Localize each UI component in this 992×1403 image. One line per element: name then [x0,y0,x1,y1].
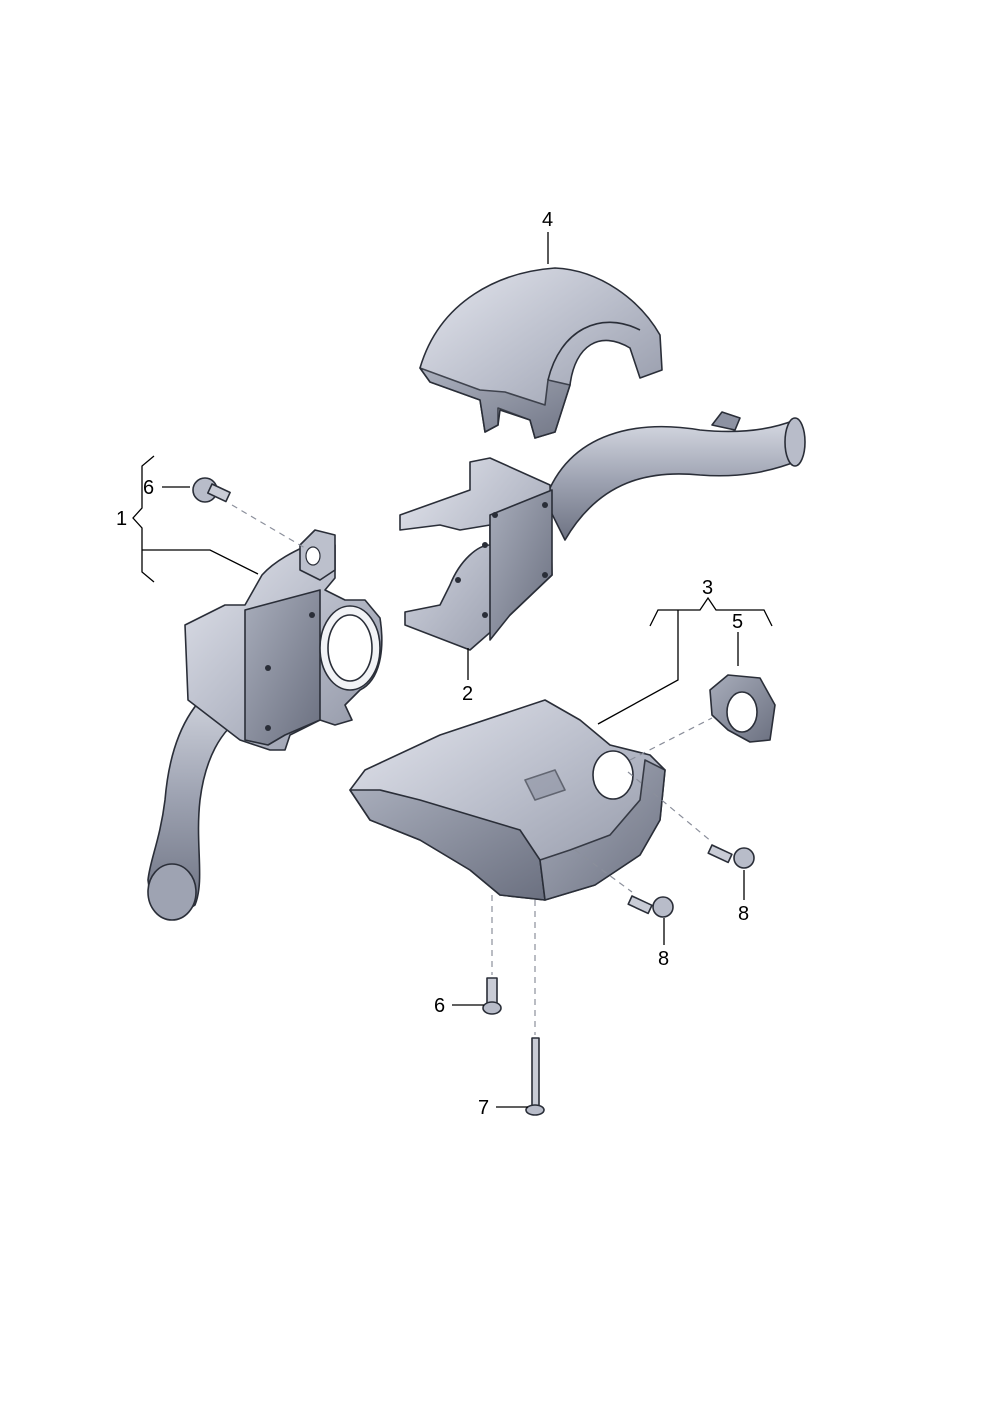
callout-5: 5 [732,611,743,633]
screw-7 [525,1037,545,1116]
callout-8-right: 8 [738,903,749,925]
wiper-switch [399,411,806,651]
callout-6-upper: 6 [143,477,154,499]
callout-3: 3 [702,577,713,599]
upper-column-cover [419,267,663,439]
lower-column-cover [349,699,666,901]
callout-7: 7 [478,1097,489,1119]
callout-2: 2 [462,683,473,705]
callout-1: 1 [116,508,127,530]
leader-lines [132,232,773,1108]
screw-6-upper [192,477,231,503]
assembly-axes [231,504,713,1035]
turn-signal-switch [147,529,383,921]
callout-6-lower: 6 [434,995,445,1017]
screw-6-lower [482,977,502,1015]
screw-8-right [707,844,755,869]
trim-ring [709,674,776,743]
callout-8-left: 8 [658,948,669,970]
callout-4: 4 [542,209,553,231]
screw-8-left [627,895,674,918]
